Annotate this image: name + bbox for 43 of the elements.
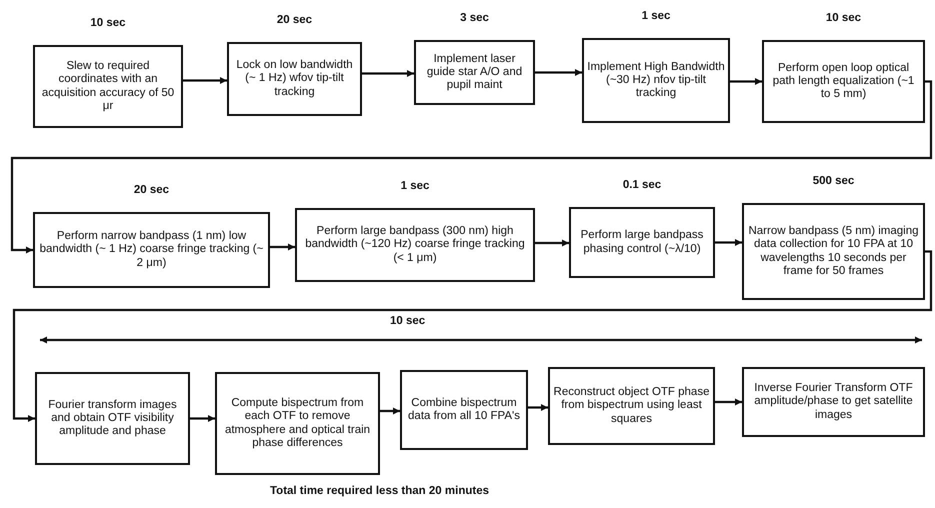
duration-label: 0.1 sec (622, 179, 662, 191)
step-text: Narrow bandpass (5 nm) imaging data collection for 10 FPA at 10 wavelengths 10 seconds per frame for 50 frames (747, 225, 920, 278)
process-box (215, 372, 380, 475)
arrow (190, 415, 215, 422)
duration-label: 10 sec (390, 315, 426, 327)
arrow (528, 404, 548, 411)
step-text: Perform large bandpass phasing control (~λ/10) (580, 229, 704, 256)
arrow (362, 70, 414, 77)
duration-label: 1 sec (640, 10, 672, 22)
process-box (742, 367, 925, 437)
step-text: Perform narrow bandpass (1 nm) low bandwidth (~ 1 Hz) coarse fringe tracking (~ 2 μm) (38, 230, 264, 270)
step-text: Implement laser guide star A/O and pupil maint (426, 52, 524, 92)
duration-label: 20 sec (276, 14, 314, 26)
duration-label: 20 sec (132, 184, 170, 196)
step-text: Compute bispectrum from each OTF to remove atmosphere and optical train phase differences (224, 397, 372, 450)
arrow (270, 244, 295, 250)
arrow (12, 250, 932, 422)
caption: Total time required less than 20 minutes (270, 485, 489, 497)
duration-label: 1 sec (400, 180, 430, 192)
arrow (715, 239, 742, 246)
arrow (535, 69, 582, 76)
duration-label: 500 sec (812, 175, 856, 187)
duration-label: 10 sec (89, 17, 127, 29)
arrow (730, 78, 762, 85)
process-box (400, 370, 528, 450)
step-text: Reconstruct object OTF phase from bispectrum using least squares (552, 386, 710, 426)
step-text: Combine bispectrum data from all 10 FPA's (407, 396, 521, 424)
step-text: Fourier transform images and obtain OTF visibility amplitude and phase (47, 398, 178, 438)
process-box (35, 372, 190, 465)
duration-label: 10 sec (824, 12, 862, 24)
step-text: Slew to required coordinates with an acquisition accuracy of 50 μr (40, 60, 176, 113)
arrow (10, 80, 932, 254)
process-box (548, 367, 715, 445)
arrow (183, 77, 227, 84)
duration-label: 3 sec (459, 12, 490, 24)
step-text: Inverse Fourier Transform OTF amplitude/phase to get satellite images (753, 382, 914, 422)
step-text: Perform open loop optical path length equalization (~1 to 5 mm) (772, 62, 916, 102)
arrow (535, 240, 569, 246)
step-text: Perform large bandpass (300 nm) high bandwidth (~120 Hz) coarse fringe tracking (< 1 μm) (304, 225, 526, 265)
arrow (715, 398, 742, 406)
arrow (380, 408, 400, 414)
step-text: Lock on low bandwidth (~ 1 Hz) wfov tip-tilt tracking (235, 59, 354, 99)
step-text: Implement High Bandwidth (~30 Hz) nfov tip-tilt tracking (586, 60, 726, 100)
